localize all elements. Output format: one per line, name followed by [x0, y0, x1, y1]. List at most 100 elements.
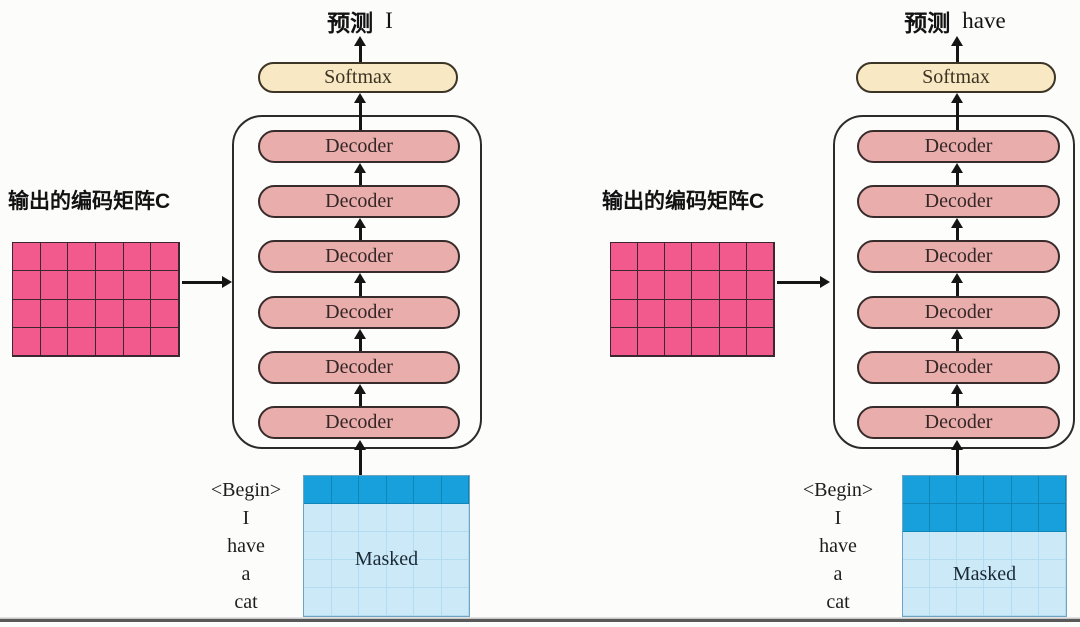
- softmax-label: Softmax: [922, 66, 990, 88]
- matrix-cell: [95, 327, 124, 356]
- matrix-cell: [638, 299, 666, 328]
- matrix-cell: [359, 560, 387, 588]
- arrow-input-to-decoders: [951, 440, 964, 475]
- matrix-cell: [692, 243, 720, 272]
- arrow-between-decoders: [951, 329, 964, 351]
- decoder-label: Decoder: [325, 190, 393, 212]
- encoder-matrix-label: 输出的编码矩阵C: [602, 190, 765, 213]
- arrow-between-decoders: [951, 163, 964, 185]
- decoder-label: Decoder: [325, 135, 393, 157]
- matrix-cell: [441, 588, 469, 616]
- arrow-between-decoders: [354, 163, 367, 185]
- matrix-cell: [331, 532, 359, 560]
- softmax-box: Softmax: [856, 62, 1056, 93]
- matrix-cell: [414, 560, 442, 588]
- matrix-cell: [414, 532, 442, 560]
- matrix-cell: [1038, 588, 1066, 616]
- matrix-cell: [331, 476, 359, 504]
- matrix-cell: [746, 271, 774, 300]
- matrix-cell: [957, 560, 985, 588]
- matrix-cell: [746, 327, 774, 356]
- matrix-cell: [719, 243, 747, 272]
- arrow-between-decoders: [951, 218, 964, 240]
- decoder-box: Decoder: [857, 130, 1060, 163]
- matrix-cell: [151, 299, 179, 328]
- decoder-label: Decoder: [924, 301, 993, 323]
- matrix-cell: [719, 271, 747, 300]
- matrix-cell: [359, 588, 387, 616]
- matrix-cell: [984, 588, 1012, 616]
- matrix-cell: [68, 271, 96, 300]
- matrix-cell: [1011, 476, 1039, 504]
- input-token: <Begin>: [210, 478, 282, 501]
- matrix-cell: [1038, 532, 1066, 560]
- masked-matrix-grid: [903, 476, 1066, 616]
- matrix-cell: [386, 504, 414, 532]
- matrix-cell: [68, 327, 96, 356]
- matrix-cell: [304, 504, 332, 532]
- matrix-cell: [692, 271, 720, 300]
- matrix-cell: [68, 299, 96, 328]
- softmax-label: Softmax: [324, 66, 392, 88]
- matrix-cell: [304, 560, 332, 588]
- matrix-cell: [304, 588, 332, 616]
- matrix-cell: [957, 532, 985, 560]
- matrix-cell: [414, 504, 442, 532]
- masked-input-matrix: Masked: [902, 475, 1067, 617]
- matrix-cell: [304, 532, 332, 560]
- input-token: a: [833, 563, 843, 586]
- softmax-box: Softmax: [258, 62, 458, 93]
- matrix-cell: [746, 243, 774, 272]
- decoder-label: Decoder: [325, 301, 393, 323]
- matrix-cell: [95, 271, 124, 300]
- arrow-between-decoders: [354, 273, 367, 296]
- matrix-cell: [903, 560, 931, 588]
- bottom-divider: [0, 619, 1080, 622]
- matrix-cell: [68, 243, 96, 272]
- input-token: <Begin>: [802, 478, 874, 501]
- matrix-cell: [40, 299, 69, 328]
- encoder-matrix-grid: [611, 243, 774, 356]
- input-token: a: [241, 563, 251, 586]
- arrow-encoder-to-decoders: [182, 276, 232, 289]
- input-token-list: <Begin> I have a cat: [792, 476, 884, 617]
- predicted-token: I: [385, 8, 393, 33]
- matrix-cell: [984, 476, 1012, 504]
- matrix-cell: [441, 532, 469, 560]
- matrix-cell: [611, 271, 639, 300]
- prediction-label: 预测: [904, 10, 951, 36]
- matrix-cell: [123, 299, 152, 328]
- matrix-cell: [1011, 504, 1039, 532]
- prediction-title: 预测 have: [833, 6, 1077, 36]
- matrix-cell: [611, 327, 639, 356]
- matrix-cell: [414, 476, 442, 504]
- input-token: cat: [234, 591, 258, 614]
- arrow-softmax-to-prediction: [951, 36, 964, 62]
- decoder-label: Decoder: [924, 356, 993, 378]
- decoder-box: Decoder: [857, 240, 1060, 273]
- matrix-cell: [1011, 560, 1039, 588]
- input-token: have: [819, 535, 857, 557]
- matrix-cell: [95, 299, 124, 328]
- matrix-cell: [123, 327, 152, 356]
- arrow-between-decoders: [354, 329, 367, 351]
- matrix-cell: [359, 476, 387, 504]
- masked-matrix-grid: [304, 476, 469, 616]
- matrix-cell: [1038, 504, 1066, 532]
- decoder-box: Decoder: [258, 351, 460, 384]
- matrix-cell: [441, 476, 469, 504]
- matrix-cell: [151, 243, 179, 272]
- matrix-cell: [331, 504, 359, 532]
- matrix-cell: [930, 588, 958, 616]
- matrix-cell: [13, 271, 41, 300]
- matrix-cell: [123, 243, 152, 272]
- matrix-cell: [331, 560, 359, 588]
- matrix-cell: [957, 588, 985, 616]
- matrix-cell: [123, 271, 152, 300]
- matrix-cell: [386, 476, 414, 504]
- matrix-cell: [13, 299, 41, 328]
- matrix-cell: [151, 327, 179, 356]
- matrix-cell: [984, 560, 1012, 588]
- prediction-label: 预测: [327, 10, 374, 36]
